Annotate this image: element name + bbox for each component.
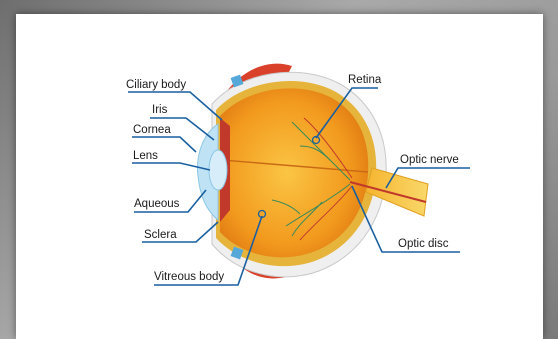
label-retina: Retina xyxy=(348,74,382,86)
label-cornea: Cornea xyxy=(133,124,171,136)
label-aqueous: Aqueous xyxy=(134,198,180,210)
label-sclera: Sclera xyxy=(144,229,177,241)
label-optic-disc: Optic disc xyxy=(398,238,449,250)
label-ciliary-body: Ciliary body xyxy=(126,79,186,91)
label-optic-nerve: Optic nerve xyxy=(400,154,459,166)
label-iris: Iris xyxy=(152,104,168,116)
ciliary-body-leader xyxy=(128,92,222,120)
label-lens: Lens xyxy=(133,150,158,162)
label-vitreous-body: Vitreous body xyxy=(154,271,224,283)
lens-shape xyxy=(209,150,227,190)
